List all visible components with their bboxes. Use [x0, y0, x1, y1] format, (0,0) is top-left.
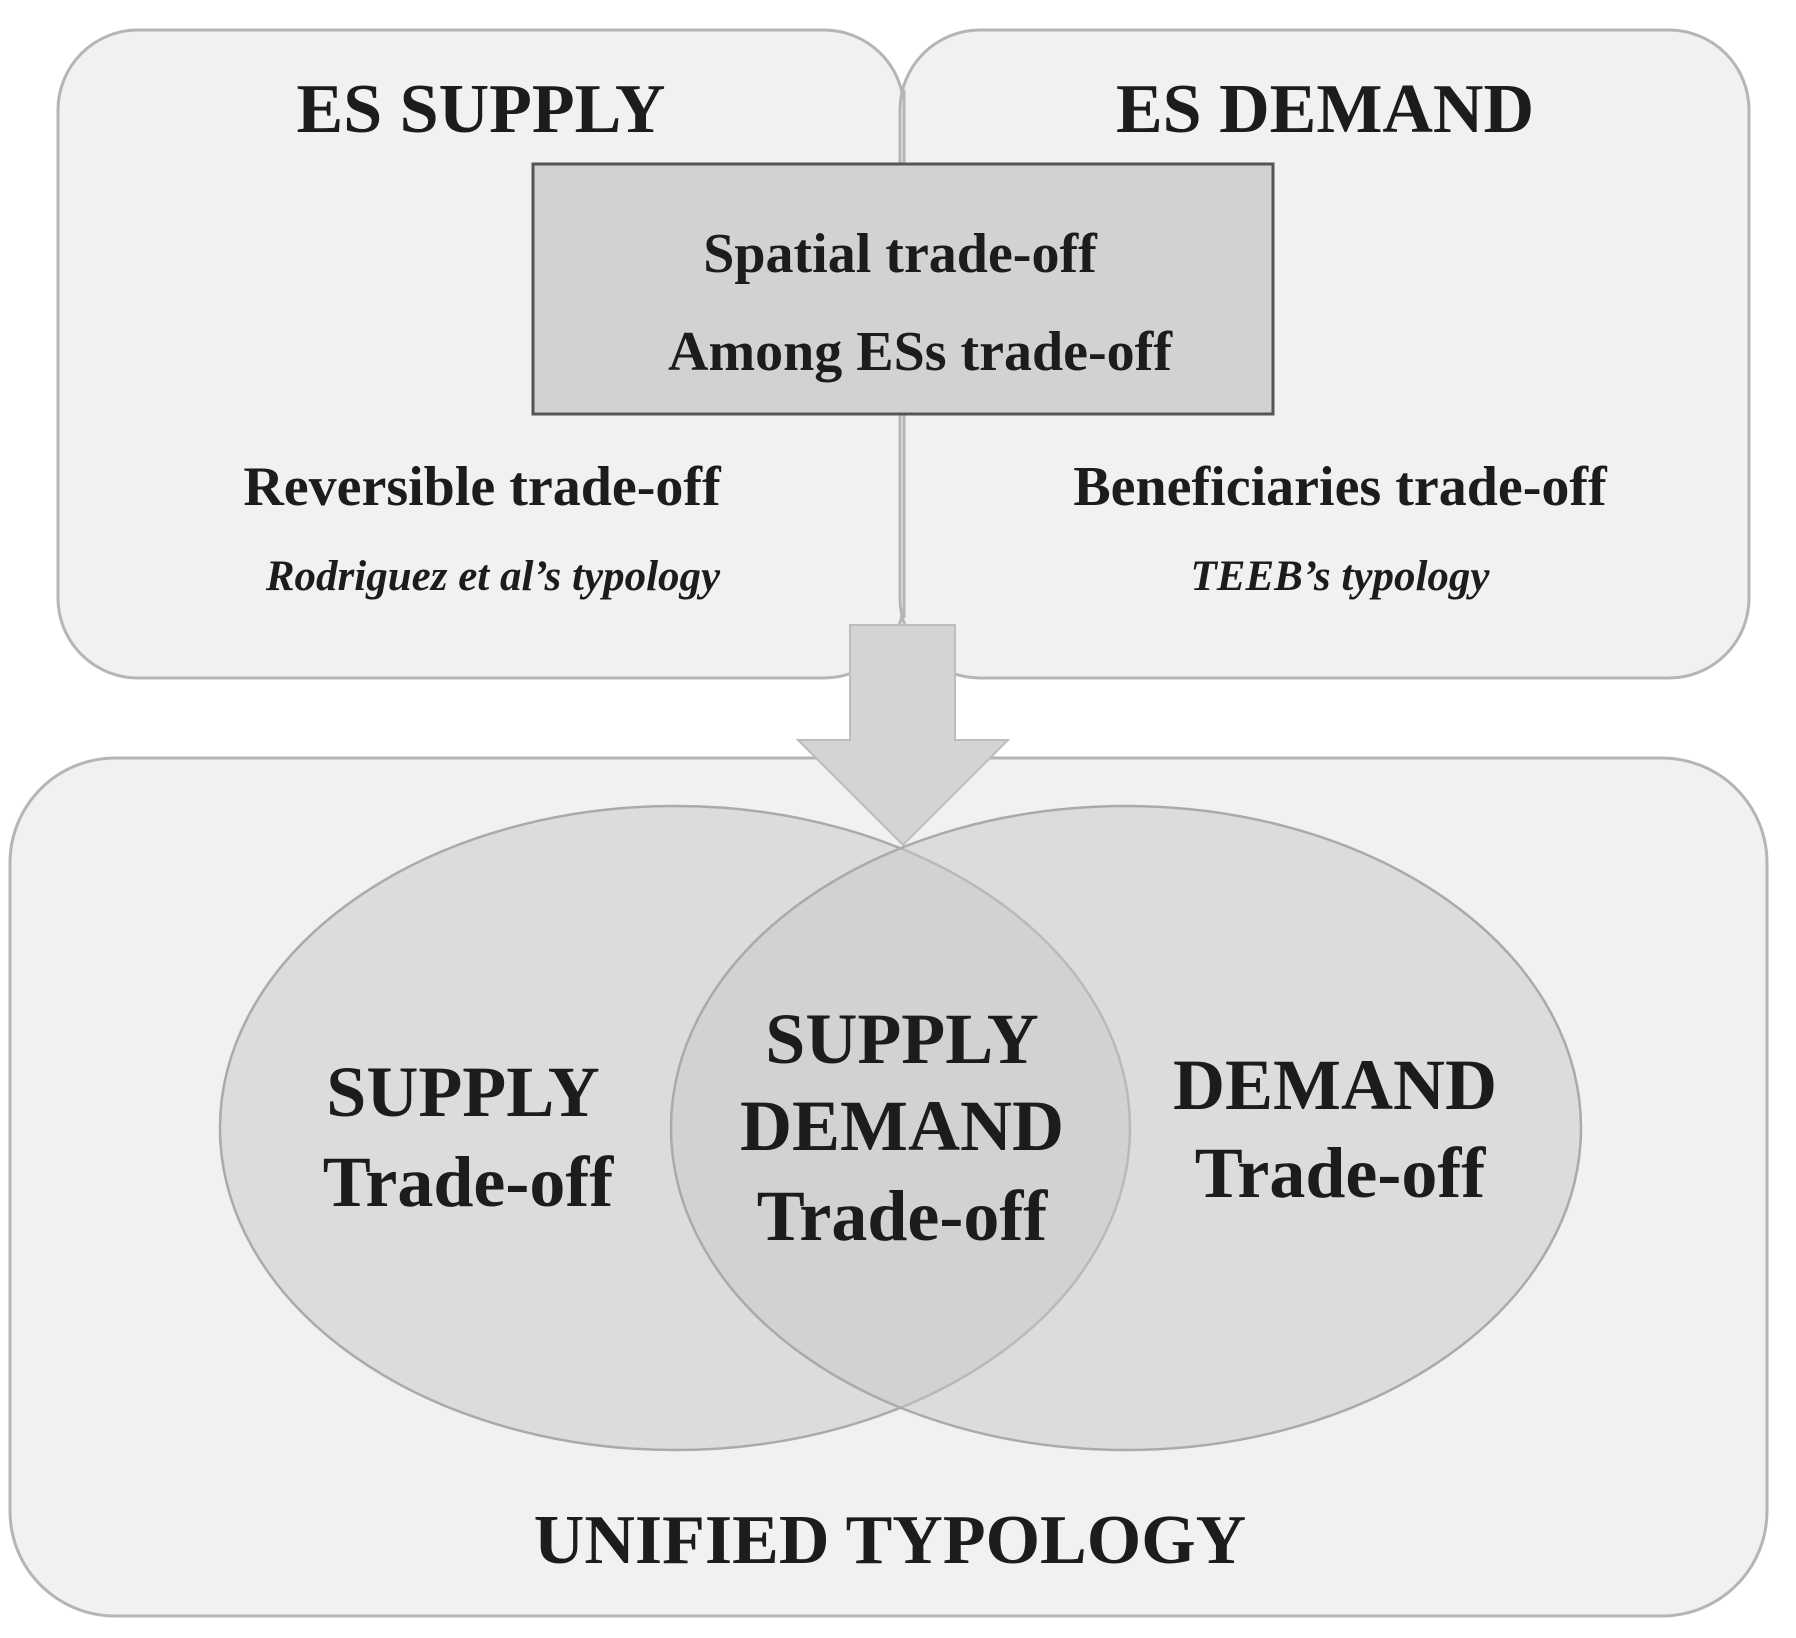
venn-right-line2: Trade-off [1195, 1133, 1487, 1213]
rodriguez-typology-source: Rodriguez et al’s typology [265, 553, 721, 600]
reversible-tradeoff-label: Reversible trade-off [243, 456, 722, 518]
unified-typology-title: UNIFIED TYPOLOGY [534, 1502, 1246, 1579]
beneficiaries-tradeoff-label: Beneficiaries trade-off [1073, 456, 1608, 518]
down-arrow-icon [795, 624, 1011, 847]
among-ess-tradeoff-label: Among ESs trade-off [668, 321, 1173, 383]
venn-left-line2: Trade-off [323, 1142, 615, 1222]
venn-center-line2: DEMAND [740, 1086, 1064, 1166]
demand-ellipse [669, 804, 1583, 1452]
spatial-tradeoff-label: Spatial trade-off [703, 223, 1098, 285]
venn-center-line3: Trade-off [757, 1176, 1049, 1256]
venn-center-line1: SUPPLY [765, 999, 1038, 1079]
es-supply-title: ES SUPPLY [297, 71, 666, 148]
shared-tradeoff-box [531, 162, 1275, 416]
teeb-typology-source: TEEB’s typology [1191, 553, 1491, 600]
es-demand-title: ES DEMAND [1116, 71, 1534, 148]
venn-right-line1: DEMAND [1173, 1045, 1497, 1125]
venn-left-line1: SUPPLY [326, 1052, 599, 1132]
